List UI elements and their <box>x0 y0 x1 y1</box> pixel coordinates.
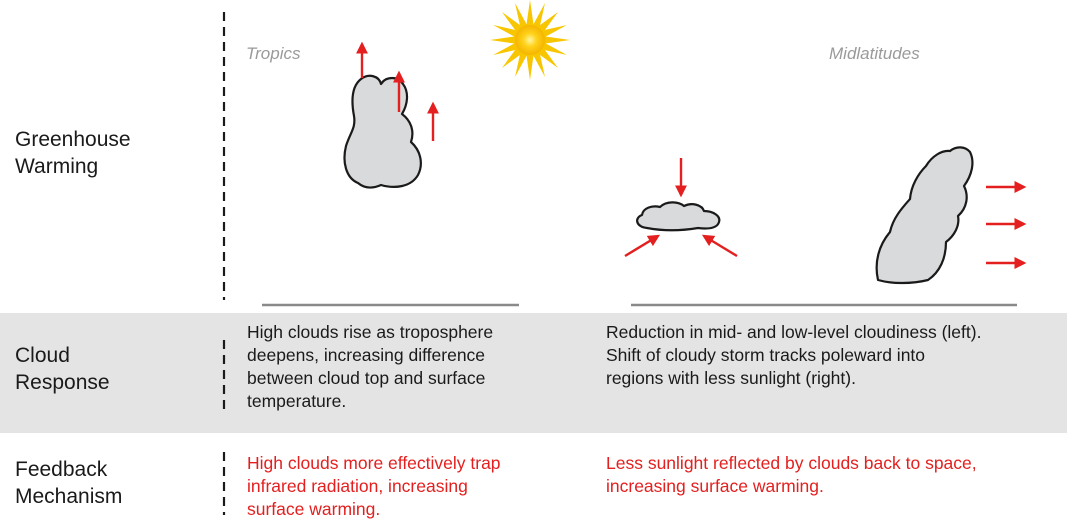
storm-cloud-icon <box>875 146 974 285</box>
low-cloud-icon <box>636 201 721 232</box>
sun-icon <box>490 0 570 80</box>
region-label-tropics: Tropics <box>246 44 301 63</box>
cloud-response-band <box>0 313 1067 433</box>
feedback-tropics-text: High clouds more effectively trap infrar… <box>247 453 501 519</box>
feedback-midlatitudes-text: Less sunlight reflected by clouds back t… <box>606 453 977 496</box>
row-label-greenhouse-warming: Greenhouse Warming <box>15 128 131 178</box>
tropical-cloud-icon <box>343 74 422 189</box>
arrow-icon <box>624 234 661 258</box>
cloud-response-tropics-text: High clouds rise as troposphere deepens,… <box>247 322 494 411</box>
arrow-icon <box>701 234 738 258</box>
region-label-midlatitudes: Midlatitudes <box>829 44 920 63</box>
row-label-feedback-mechanism: Feedback Mechanism <box>15 458 123 508</box>
row-label-cloud-response: Cloud Response <box>15 344 110 394</box>
cloud-response-midlatitudes-text: Reduction in mid- and low-level cloudine… <box>606 322 982 388</box>
